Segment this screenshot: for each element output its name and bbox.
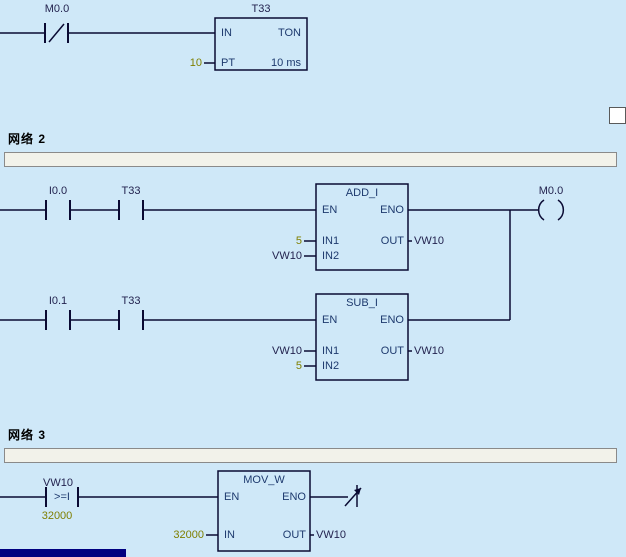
n2r1-box-title[interactable]: ADD_I [345,187,379,199]
n1-box-timebase-label: 10 ms [271,57,301,69]
n2r2-in2-label: IN2 [322,360,340,372]
n3-mov-box[interactable] [217,470,311,552]
n2r1-output-coil[interactable] [537,199,565,221]
n2r2-contact2-operand[interactable]: T33 [121,295,141,307]
n2r1-eno-label: ENO [380,204,404,216]
n1-box-in-label: IN [221,27,232,39]
n2r1-en-label: EN [322,204,338,216]
n3-out-value[interactable]: VW10 [316,529,346,541]
network3-comment-bar[interactable] [4,448,617,463]
n3-compare-value[interactable]: 32000 [41,510,73,522]
n2r2-eno-label: ENO [380,314,404,326]
n2r1-in1-label: IN1 [322,235,340,247]
n2r2-sub-box[interactable] [315,293,409,381]
n2r2-contact1-operand[interactable]: I0.1 [48,295,68,307]
n2r1-out-value[interactable]: VW10 [414,235,444,247]
n1-contact-operand[interactable]: M0.0 [44,3,70,15]
n2r1-contact-1[interactable] [45,200,71,220]
n1-nc-contact[interactable] [44,23,69,43]
n2r2-out-value[interactable]: VW10 [414,345,444,357]
n2r2-contact-1[interactable] [45,310,71,330]
network3-title: 网络 3 [8,428,47,442]
n2r2-contact-2[interactable] [118,310,144,330]
n3-out-label: OUT [282,529,306,541]
n3-eno-label: ENO [282,491,306,503]
network2-comment-bar[interactable] [4,152,617,167]
n2r1-out-label: OUT [380,235,404,247]
n2r1-in1-value[interactable]: 5 [295,235,302,247]
n3-en-label: EN [224,491,240,503]
network2-title: 网络 2 [8,132,47,146]
n2r1-wires [0,209,538,320]
n3-open-branch-arrow-icon[interactable] [344,485,362,507]
n2r2-wires [0,319,510,367]
n2r2-in2-value[interactable]: 5 [295,360,302,372]
n3-box-title[interactable]: MOV_W [243,474,285,486]
n3-compare-contact[interactable] [45,487,79,507]
n1-pt-value[interactable]: 10 [189,57,202,69]
n2r2-out-label: OUT [380,345,404,357]
n2r1-contact2-operand[interactable]: T33 [121,185,141,197]
n2r1-add-box[interactable] [315,183,409,271]
n2r1-contact1-operand[interactable]: I0.0 [48,185,68,197]
n2r1-contact-2[interactable] [118,200,144,220]
n2r1-in2-label: IN2 [322,250,340,262]
n1-timer-operand[interactable]: T33 [251,3,271,15]
n2r2-en-label: EN [322,314,338,326]
n1-timer-box[interactable] [214,17,308,71]
n3-compare-op-label: >=I [54,491,70,503]
n3-wires [0,496,348,536]
n2r2-in1-value[interactable]: VW10 [272,345,302,357]
n1-box-type-label: TON [277,27,301,39]
selection-highlight-cell[interactable] [0,549,126,557]
n2r1-in2-value[interactable]: VW10 [272,250,302,262]
n2r2-in1-label: IN1 [322,345,340,357]
n1-box-pt-label: PT [221,57,236,69]
n3-compare-operand[interactable]: VW10 [43,477,73,489]
n2r2-box-title[interactable]: SUB_I [346,297,378,309]
white-cell-marker [609,107,626,124]
n3-in-label: IN [224,529,235,541]
n3-in-value[interactable]: 32000 [173,529,204,541]
n2r1-coil-operand[interactable]: M0.0 [538,185,564,197]
n1-wires [0,32,215,64]
